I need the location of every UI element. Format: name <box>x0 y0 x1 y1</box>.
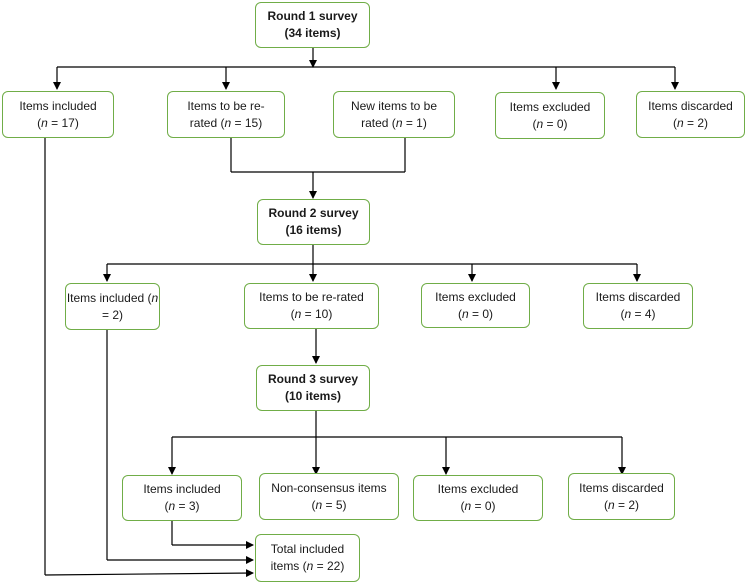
round-3-title: Round 3 survey <box>267 372 359 386</box>
r1-rerated-label: Items to be re- <box>187 98 265 113</box>
r3-included-count: (n = 3) <box>164 499 200 513</box>
total-included-label: Total included <box>270 542 345 556</box>
r3-items-excluded-box: Items excluded (n = 0) <box>413 475 543 521</box>
round-3-count: (10 items) <box>284 389 342 403</box>
total-included-box: Total included items (n = 22) <box>255 534 360 582</box>
round-1-survey-box: Round 1 survey (34 items) <box>255 2 370 48</box>
r1-excluded-count: (n = 0) <box>532 116 568 131</box>
r2-items-excluded-box: Items excluded (n = 0) <box>421 283 530 328</box>
r2-rerated-label: Items to be re-rated <box>259 290 364 304</box>
r2-included-count: = 2) <box>101 307 123 322</box>
round-2-survey-box: Round 2 survey (16 items) <box>257 199 370 245</box>
round-2-title: Round 2 survey <box>268 206 359 220</box>
r3-included-label: Items included <box>143 482 221 496</box>
r3-discarded-count: (n = 2) <box>603 497 640 512</box>
round-1-title: Round 1 survey <box>267 9 358 23</box>
r3-excluded-count: (n = 0) <box>460 499 496 513</box>
r1-excluded-label: Items excluded <box>509 99 591 114</box>
r1-items-discarded-box: Items discarded (n = 2) <box>636 91 745 138</box>
r2-discarded-count: (n = 4) <box>620 307 656 321</box>
r1-rerated-count: rated (n = 15) <box>189 115 263 130</box>
r3-items-included-box: Items included (n = 3) <box>122 475 242 521</box>
r3-items-discarded-box: Items discarded (n = 2) <box>568 473 675 520</box>
r2-excluded-label: Items excluded <box>435 289 516 304</box>
r1-new-label: New items to be <box>350 98 438 113</box>
r3-noncons-count: (n = 5) <box>311 497 347 512</box>
r1-discarded-label: Items discarded <box>648 98 733 113</box>
r3-discarded-label: Items discarded <box>579 480 664 495</box>
r1-items-rerated-box: Items to be re- rated (n = 15) <box>167 91 285 138</box>
r3-noncons-label: Non-consensus items <box>271 480 387 495</box>
round-3-survey-box: Round 3 survey (10 items) <box>256 365 370 411</box>
r1-new-items-box: New items to be rated (n = 1) <box>333 91 455 138</box>
r1-items-included-box: Items included (n = 17) <box>2 91 114 138</box>
round-2-count: (16 items) <box>285 223 342 237</box>
r2-discarded-label: Items discarded <box>595 290 681 304</box>
r3-non-consensus-box: Non-consensus items (n = 5) <box>259 473 399 520</box>
r1-new-count: rated (n = 1) <box>361 115 427 130</box>
r3-excluded-label: Items excluded <box>437 482 519 496</box>
r2-items-discarded-box: Items discarded (n = 4) <box>583 283 693 329</box>
r2-included-label: Items included (n <box>66 290 159 305</box>
r2-excluded-count: (n = 0) <box>457 306 494 321</box>
r1-items-excluded-box: Items excluded (n = 0) <box>495 92 605 139</box>
total-included-count: items (n = 22) <box>270 559 345 573</box>
r2-items-rerated-box: Items to be re-rated (n = 10) <box>244 283 379 329</box>
r1-included-label: Items included <box>19 98 97 113</box>
round-1-count: (34 items) <box>284 26 341 40</box>
r2-items-included-box: Items included (n = 2) <box>65 283 160 330</box>
r1-discarded-count: (n = 2) <box>672 115 709 130</box>
r2-rerated-count: (n = 10) <box>290 307 333 321</box>
r1-included-count: (n = 17) <box>37 115 79 130</box>
